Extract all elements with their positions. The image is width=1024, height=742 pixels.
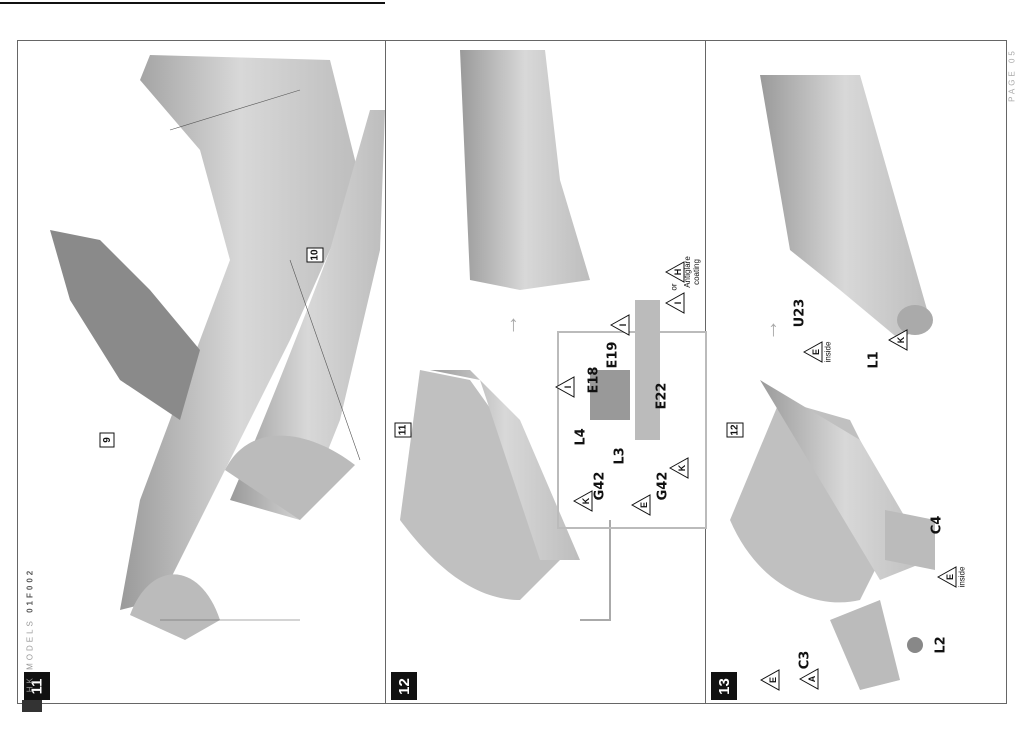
tail-fin-right [225, 435, 355, 520]
equipment-parts [590, 370, 630, 420]
cockpit-interior [50, 230, 200, 420]
engine-cowl [897, 305, 933, 335]
paint-callout-triangle: E [803, 341, 823, 363]
detail-inset [557, 331, 707, 529]
antiglare-note: Antiglare coating [683, 256, 701, 288]
fuselage-assembled [400, 370, 560, 600]
part-label: C4 [929, 515, 945, 535]
tail-fin [130, 574, 220, 640]
step-number-12: 12 [391, 672, 417, 700]
direction-arrow: → [497, 314, 522, 336]
paint-callout-triangle: I [665, 292, 685, 314]
panel-divider [385, 40, 386, 703]
top-rule [0, 2, 385, 4]
paint-callout-triangle: I [610, 314, 630, 336]
inside-note: inside [957, 566, 967, 588]
ref-step-10: 10 [306, 247, 324, 263]
part-label: U23 [792, 298, 808, 328]
fuselage-right [230, 110, 385, 520]
footer-brand: HK MODELS 01F002 [25, 567, 35, 693]
cowl-C3 [830, 600, 900, 690]
paint-callout-triangle: E [631, 494, 651, 516]
ref-step-12: 12 [726, 422, 744, 438]
part-label: C3 [797, 650, 813, 670]
fuselage-halves [120, 55, 360, 610]
part-label: E18 [586, 366, 602, 394]
page-number: PAGE 05 [1007, 48, 1017, 102]
paint-callout-triangle: K [888, 329, 908, 351]
fuselage-forward-13 [760, 75, 930, 340]
page-frame [17, 40, 1007, 704]
ref-step-11: 11 [394, 422, 412, 438]
paint-callout-triangle: E [760, 669, 780, 691]
part-label: L3 [612, 447, 628, 465]
part-label: L2 [933, 636, 949, 654]
part-label: L4 [573, 428, 589, 446]
paint-callout-triangle: H [665, 261, 685, 283]
paint-callout-triangle: K [573, 490, 593, 512]
part-label: G42 [592, 471, 608, 501]
paint-callout-triangle: A [799, 668, 819, 690]
part-label: L1 [866, 351, 882, 369]
step-number-13: 13 [711, 672, 737, 700]
direction-arrow: → [757, 319, 782, 341]
step-number-11: 11 [24, 672, 50, 700]
paint-callout-triangle: I [555, 376, 575, 398]
inside-note: inside [823, 341, 833, 363]
cowl-C4 [885, 510, 935, 570]
part-L2 [907, 637, 923, 653]
fuselage-body [430, 370, 580, 560]
paint-callout-triangle: E [937, 566, 957, 588]
part-label: E19 [605, 341, 621, 369]
or-text: or [669, 283, 679, 291]
paint-callout-triangle: K [669, 457, 689, 479]
ref-step-9: 9 [99, 432, 115, 448]
brand-logo [22, 700, 42, 712]
part-label: E22 [654, 382, 670, 410]
fuselage-forward [460, 50, 590, 290]
